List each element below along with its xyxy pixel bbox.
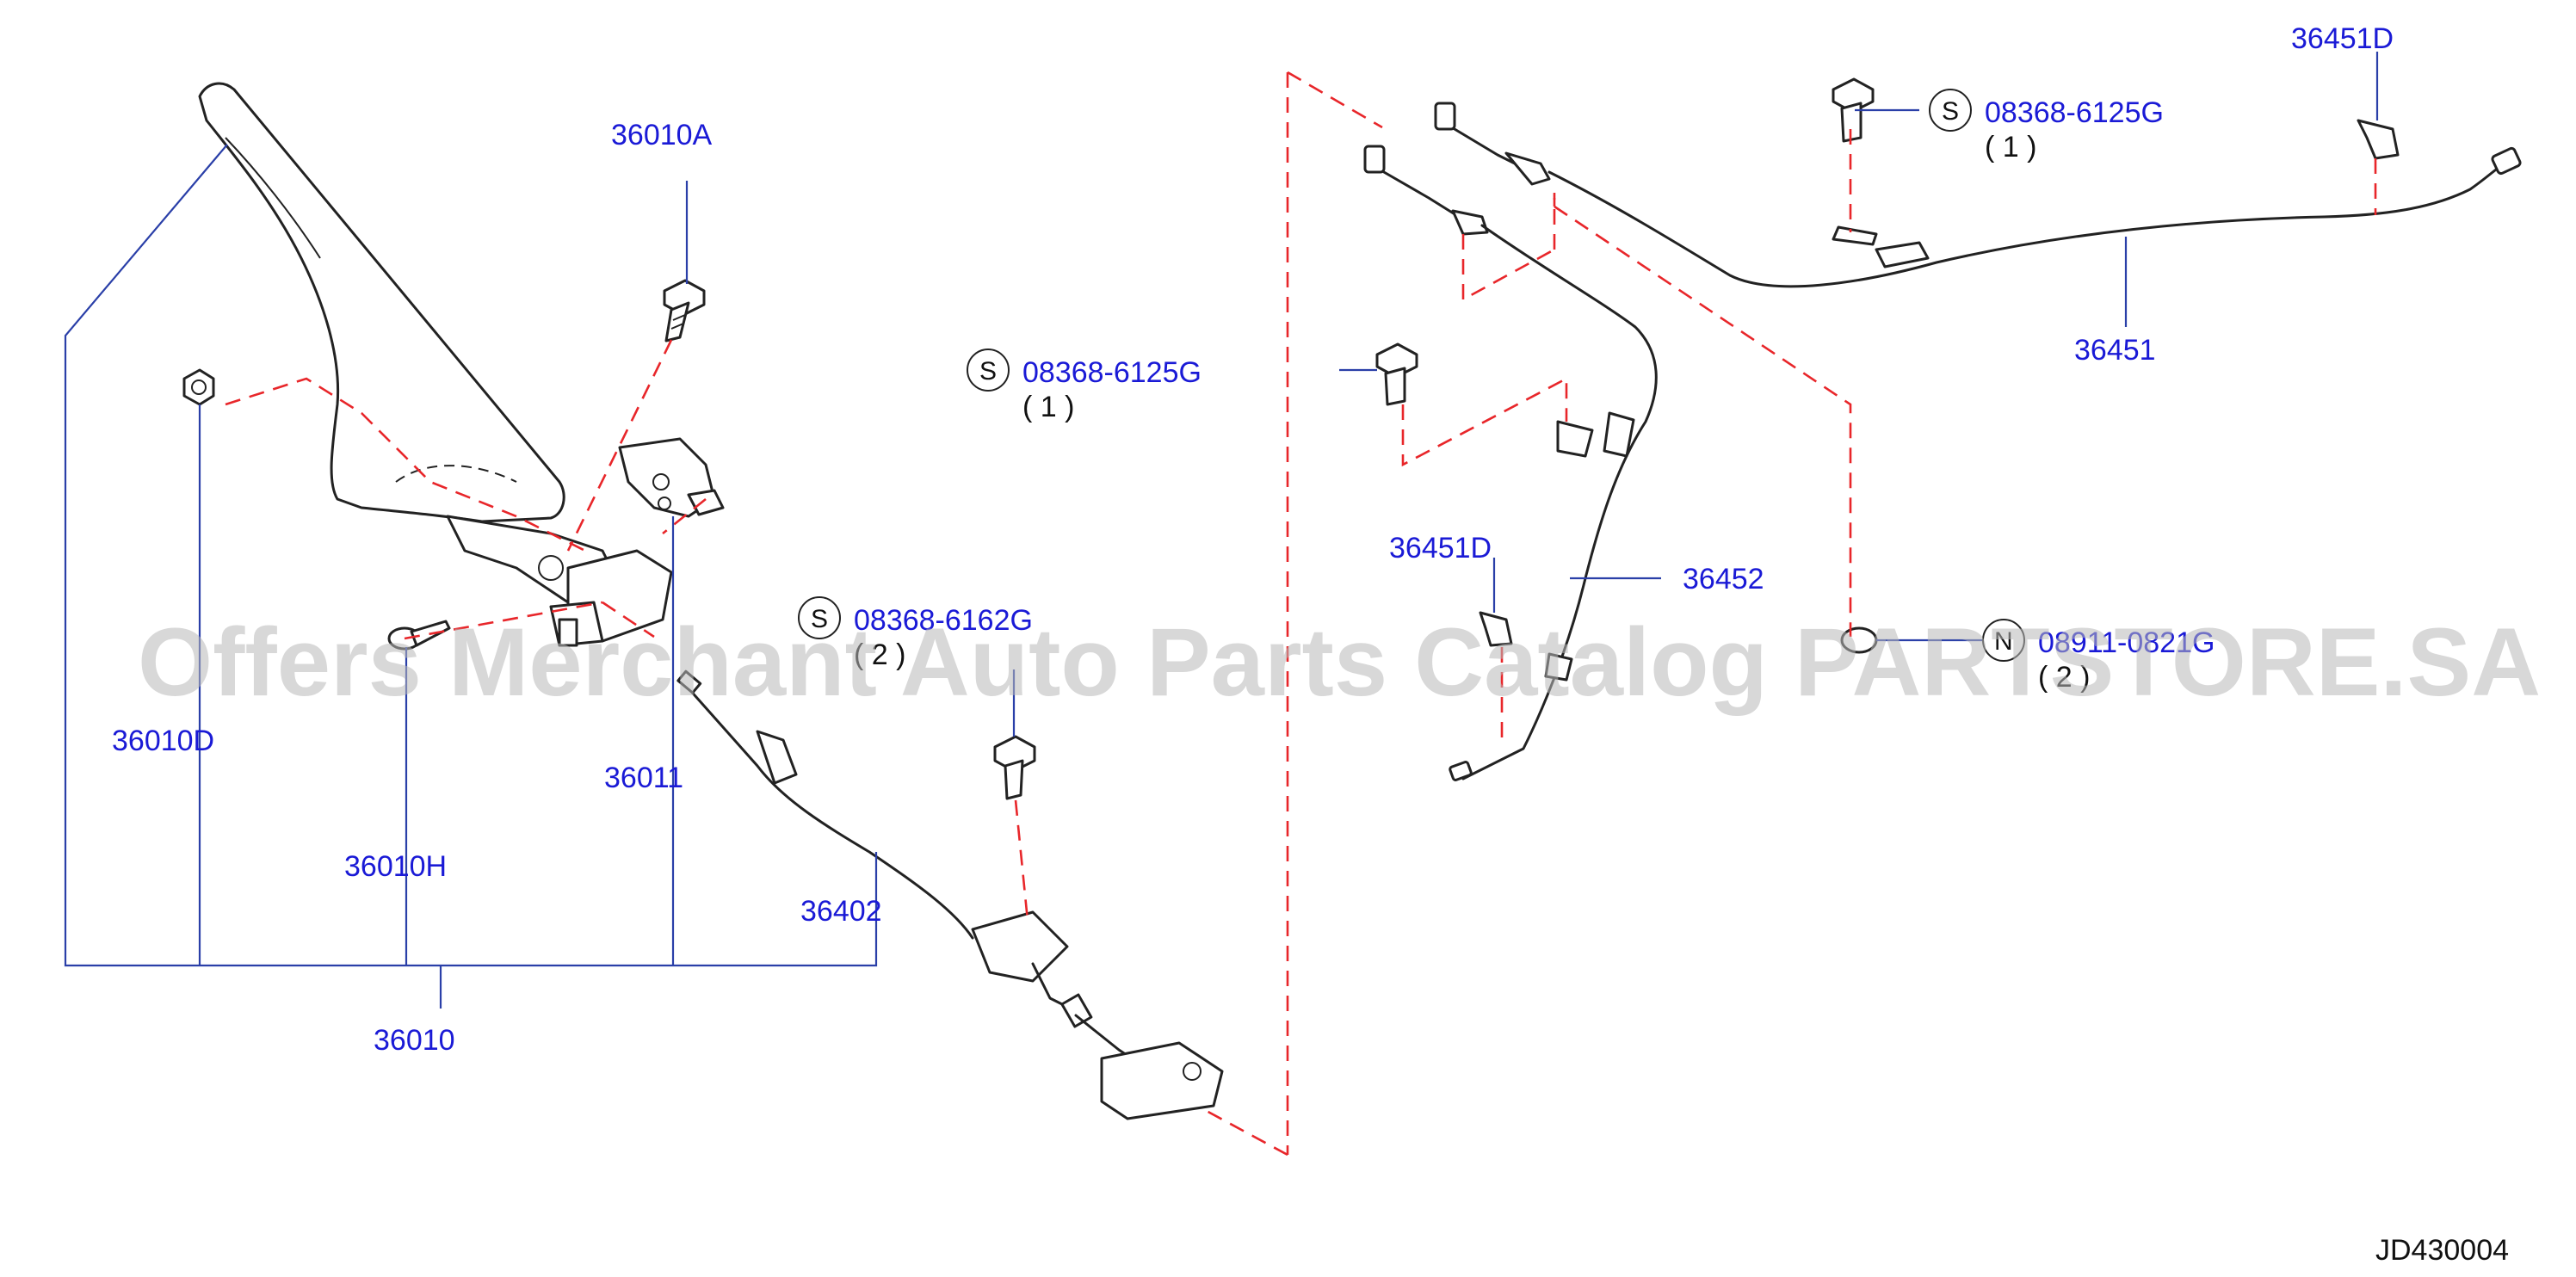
part-label-36402: 36402: [800, 895, 882, 928]
bolt-36010A: [663, 279, 706, 342]
part-label-36451D-top: 36451D: [2291, 22, 2394, 55]
clip-36451D-mid: [1479, 611, 1513, 647]
part-label-36011: 36011: [604, 762, 683, 794]
fastener-qty-n1: ( 2 ): [2038, 661, 2090, 694]
rear-cable-36451: [1434, 102, 2522, 288]
fastener-qty-s2: ( 2 ): [854, 638, 905, 671]
fastener-callout-s1: S 08368-6125G ( 1 ): [967, 349, 1202, 423]
part-label-36010H: 36010H: [344, 850, 447, 883]
alignment-dashed-lines: [225, 71, 2377, 1157]
fastener-callout-s3: S 08368-6125G ( 1 ): [1929, 89, 2164, 163]
nut-36010D: [182, 368, 215, 406]
fastener-symbol-n1: N: [1994, 627, 2013, 656]
part-label-36452: 36452: [1683, 563, 1764, 595]
part-label-36451D-mid: 36451D: [1389, 532, 1492, 564]
fastener-symbol-s1: S: [979, 357, 997, 386]
fastener-qty-s1: ( 1 ): [1022, 391, 1074, 423]
part-label-36010D: 36010D: [112, 725, 214, 757]
parking-brake-lever-assembly: [198, 82, 673, 647]
bolt-08368-6125G-upper: [1832, 77, 1875, 143]
fastener-callout-s2: S 08368-6162G ( 2 ): [798, 596, 1033, 671]
part-label-36010: 36010: [374, 1024, 455, 1057]
part-label-36010A: 36010A: [611, 119, 713, 151]
fastener-symbol-s3: S: [1942, 97, 1959, 126]
diagram-reference-id: JD430004: [2375, 1234, 2509, 1267]
front-cable-36402: [676, 669, 1224, 1120]
bolt-08368-6125G-lower: [1375, 342, 1418, 406]
bolt-08368-6162G: [993, 735, 1036, 800]
bracket-36011: [618, 437, 725, 518]
fastener-number-s2: 08368-6162G: [854, 604, 1033, 637]
part-label-36451: 36451: [2074, 334, 2156, 367]
fastener-symbol-s2: S: [811, 605, 828, 633]
watermark-text: Offers Merchant Auto Parts Catalog PARTS…: [138, 608, 2541, 716]
clip-36451D-top: [2357, 119, 2400, 160]
leader-lines: [64, 52, 2379, 1009]
fastener-number-s3: 08368-6125G: [1985, 96, 2164, 129]
fastener-number-s1: 08368-6125G: [1022, 356, 1202, 389]
fastener-qty-s3: ( 1 ): [1985, 131, 2036, 163]
rear-cable-36452: [1363, 145, 1658, 781]
fastener-number-n1: 08911-0821G: [2038, 626, 2215, 659]
fastener-callout-n1: N 08911-0821G ( 2 ): [1982, 619, 2215, 694]
part-labels: 36010A 36010D 36010H 36011 36010 36402 3…: [112, 22, 2394, 1057]
